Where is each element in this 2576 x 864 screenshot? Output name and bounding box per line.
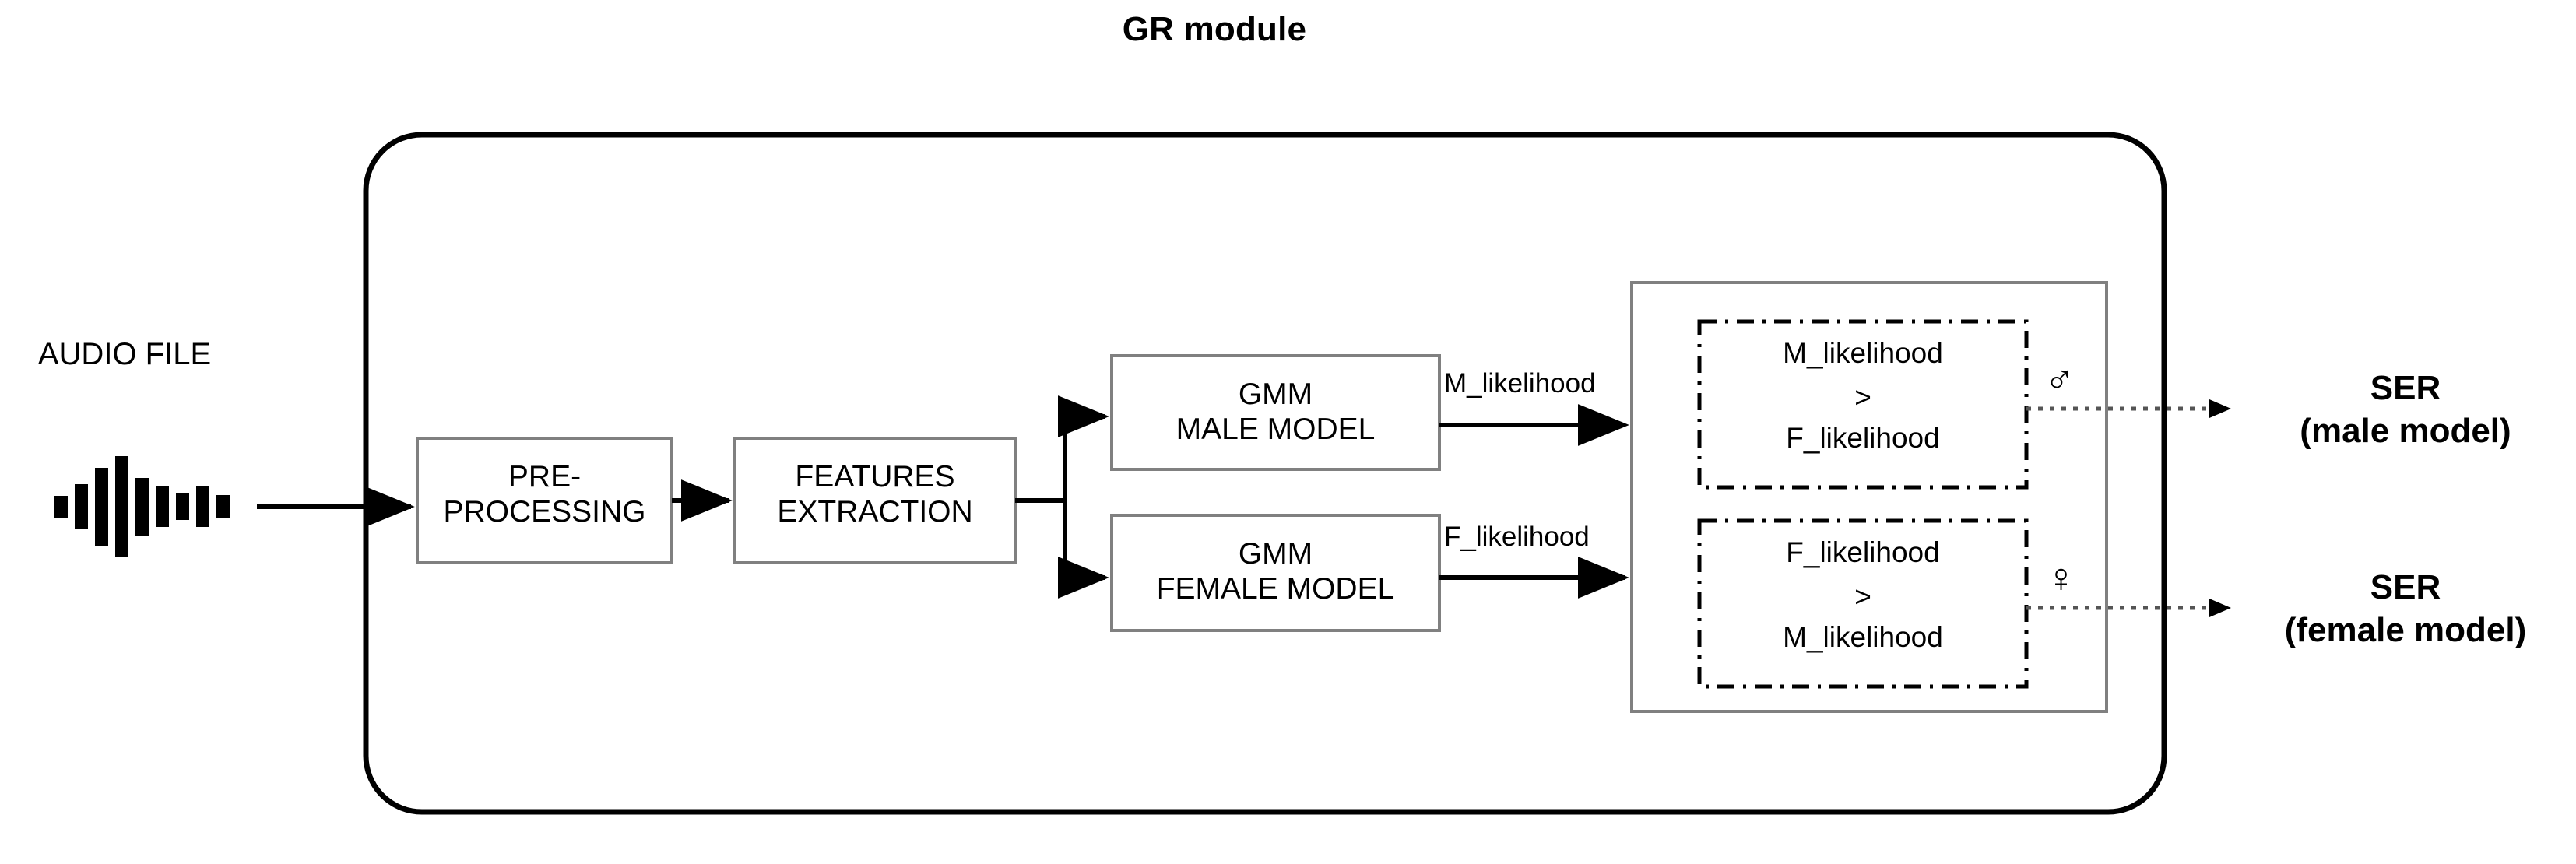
ser-male-output-line2: (male model): [2300, 412, 2511, 450]
gmm-male-model-label: GMM MALE MODEL: [1176, 378, 1376, 447]
male-decision-line3: F_likelihood: [1786, 422, 1940, 454]
female-decision-operator: >: [1854, 581, 1871, 613]
gmm-female-model-label: GMM FEMALE MODEL: [1156, 537, 1395, 606]
features-extraction-box: [733, 437, 1017, 564]
page-title: GR module: [1122, 10, 1307, 48]
arrowhead-ser-female: [2209, 599, 2231, 617]
gmm-male-model-box: [1110, 354, 1441, 471]
pre-processing-label: PRE- PROCESSING: [443, 460, 646, 529]
features-extraction-label: FEATURES EXTRACTION: [777, 460, 973, 529]
ser-female-output-line1: SER: [2370, 568, 2441, 606]
pre-processing-box: [416, 437, 673, 564]
gr-module-container: [363, 132, 2167, 815]
gmm-female-model-box: [1110, 514, 1441, 632]
female-decision-line1: F_likelihood: [1786, 536, 1940, 568]
female-decision-box: [1697, 518, 2029, 689]
f-likelihood-edge-label: F_likelihood: [1444, 522, 1590, 552]
decision-group-box: [1630, 281, 2108, 713]
ser-male-output-line1: SER: [2370, 369, 2441, 407]
male-gender-symbol: ♂: [2044, 357, 2075, 402]
male-decision-line1: M_likelihood: [1783, 337, 1943, 369]
ser-female-output-line2: (female model): [2284, 611, 2527, 649]
male-decision-operator: >: [1854, 381, 1871, 413]
audio-waveform-icon: [54, 456, 230, 557]
male-decision-box: [1697, 319, 2029, 490]
m-likelihood-edge-label: M_likelihood: [1444, 368, 1596, 399]
female-gender-symbol: ♀: [2046, 556, 2076, 601]
arrowhead-ser-male: [2209, 399, 2231, 418]
audio-file-label: AUDIO FILE: [37, 337, 212, 371]
female-decision-line3: M_likelihood: [1783, 621, 1943, 653]
